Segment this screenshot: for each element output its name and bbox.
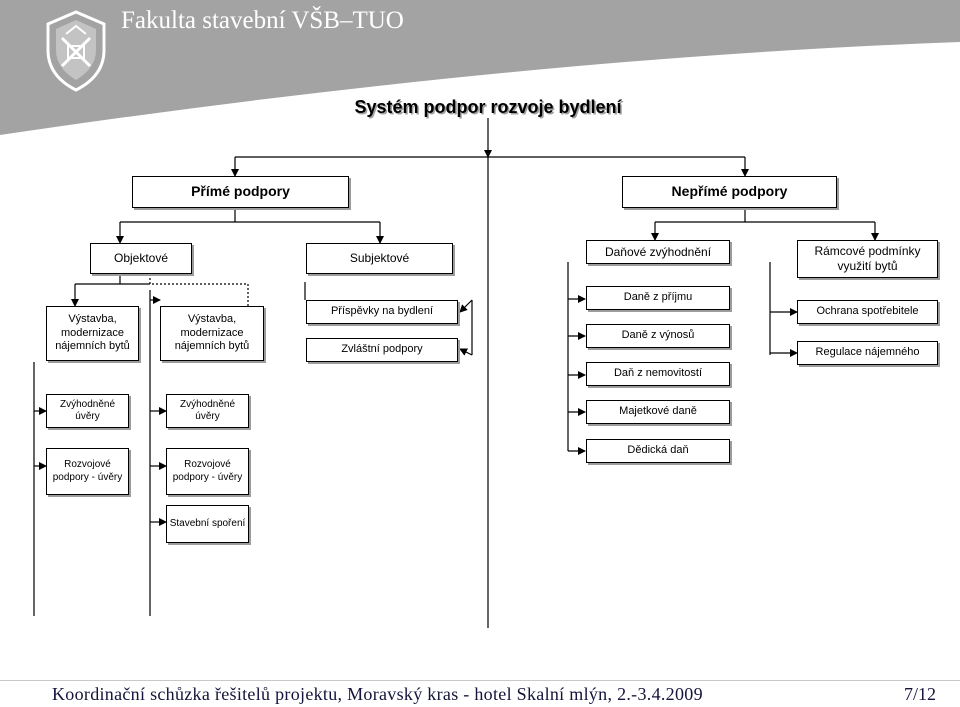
indirect-support-box: Nepřímé podpory bbox=[622, 176, 837, 208]
yield-tax-box: Daně z výnosů bbox=[586, 324, 730, 348]
objective-box: Objektové bbox=[90, 243, 192, 274]
construction-box-1: Výstavba, modernizace nájemních bytů bbox=[46, 306, 139, 361]
connector-lines bbox=[33, 118, 879, 628]
rent-regulation-box: Regulace nájemného bbox=[797, 341, 938, 365]
building-savings-box: Stavební spoření bbox=[166, 505, 249, 543]
income-tax-box: Daně z příjmu bbox=[586, 286, 730, 310]
advantage-loans-box-2: Zvýhodněné úvěry bbox=[166, 394, 249, 428]
housing-allowance-box: Příspěvky na bydlení bbox=[306, 300, 458, 324]
header-band: Fakulta stavební VŠB–TUO bbox=[0, 0, 960, 135]
framework-box: Rámcové podmínky využití bytů bbox=[797, 240, 938, 278]
faculty-seal-icon bbox=[46, 10, 106, 92]
consumer-protection-box: Ochrana spotřebitele bbox=[797, 300, 938, 324]
property-tax-box: Daň z nemovitostí bbox=[586, 362, 730, 386]
wealth-tax-box: Majetkové daně bbox=[586, 400, 730, 424]
header-shape bbox=[0, 0, 960, 135]
special-support-box: Zvláštní podpory bbox=[306, 338, 458, 362]
development-loans-box-1: Rozvojové podpory - úvěry bbox=[46, 448, 129, 495]
tax-advantage-box: Daňové zvýhodnění bbox=[586, 240, 730, 264]
footer-caption: Koordinační schůzka řešitelů projektu, M… bbox=[52, 684, 703, 704]
development-loans-box-2: Rozvojové podpory - úvěry bbox=[166, 448, 249, 495]
inheritance-tax-box: Dědická daň bbox=[586, 439, 730, 463]
direct-support-box: Přímé podpory bbox=[132, 176, 349, 208]
footer-divider bbox=[0, 680, 960, 681]
faculty-title: Fakulta stavební VŠB–TUO bbox=[121, 7, 404, 34]
subjective-box: Subjektové bbox=[306, 243, 453, 274]
advantage-loans-box-1: Zvýhodněné úvěry bbox=[46, 394, 129, 428]
page-number: 7/12 bbox=[904, 684, 937, 704]
diagram-title: Systém podpor rozvoje bydlení bbox=[354, 97, 622, 117]
construction-box-2: Výstavba, modernizace nájemních bytů bbox=[160, 306, 264, 361]
